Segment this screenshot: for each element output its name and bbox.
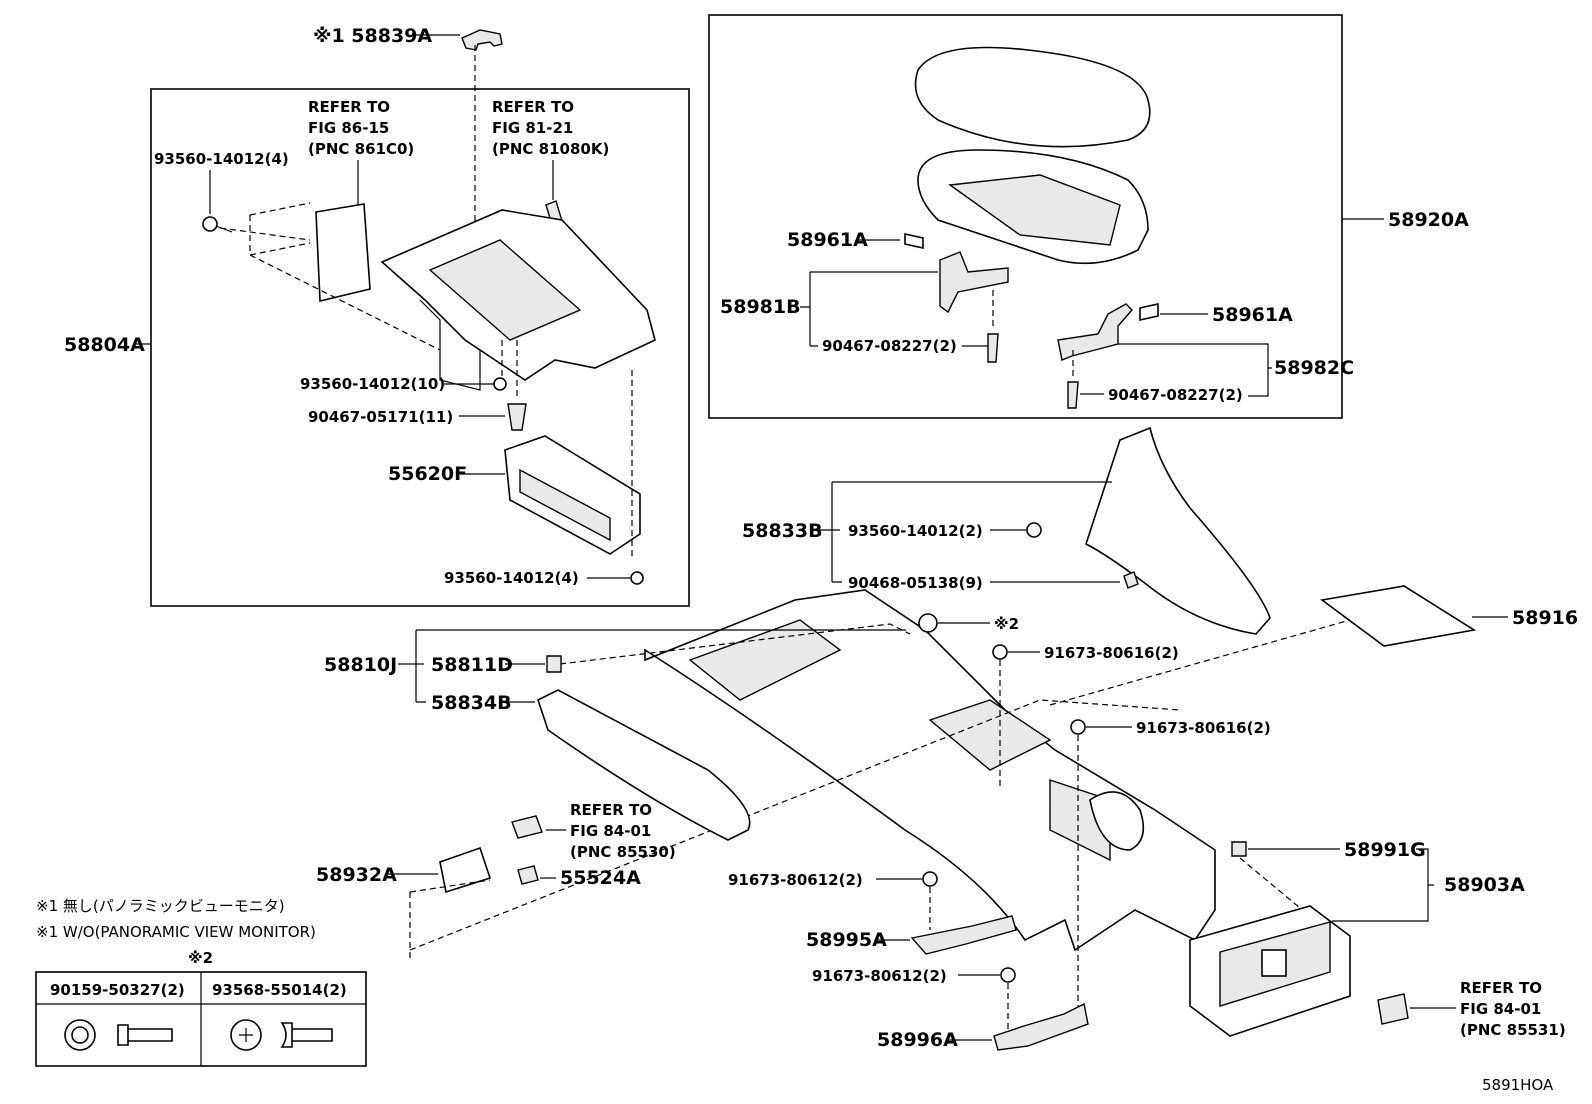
label-58981B: 58981B — [720, 296, 801, 318]
label-90468-05138-9: 90468-05138(9) — [848, 574, 983, 592]
footnote-jp: ※1 無し(パノラミックビューモニタ) — [36, 897, 285, 915]
bolt-91673-80612-a[interactable] — [922, 871, 938, 887]
bracket-58996A — [993, 1002, 1089, 1051]
bushing-58961A-right[interactable] — [1139, 303, 1159, 321]
diagram-code: 5891HOA — [1482, 1076, 1554, 1094]
label-58961A-left: 58961A — [787, 229, 868, 251]
upper-console-tray — [380, 209, 656, 391]
refer-fig86-line3: (PNC 861C0) — [308, 140, 414, 158]
label-58834B: 58834B — [431, 692, 512, 714]
label-58982C: 58982C — [1274, 357, 1354, 379]
clip-90467-05171[interactable] — [507, 403, 527, 431]
label-58920A: 58920A — [1388, 209, 1469, 231]
label-58833B: 58833B — [742, 520, 823, 542]
screw-93560-center[interactable] — [493, 377, 507, 391]
label-58916: 58916 — [1512, 607, 1578, 629]
hinge-58981B — [939, 251, 1009, 314]
clip-58991G[interactable] — [1231, 841, 1247, 857]
label-58804A: 58804A — [64, 334, 145, 356]
grommet-star2[interactable] — [918, 613, 938, 633]
bracket-58995A — [910, 915, 1017, 955]
refer-fig81-line1: REFER TO — [492, 98, 574, 116]
label-91673-80612-b: 91673-80612(2) — [812, 967, 947, 985]
armrest-box-group-frame — [708, 14, 1343, 419]
label-93560-14012-4b: 93560-14012(4) — [444, 569, 579, 587]
label-91673-80612-a: 91673-80612(2) — [728, 871, 863, 889]
refer-fig84a-line1: REFER TO — [570, 801, 652, 819]
label-93560-14012-10: 93560-14012(10) — [300, 375, 445, 393]
legend-part-left: 90159-50327(2) — [50, 981, 185, 999]
clip-58839A[interactable] — [461, 29, 503, 51]
legend-marker: ※2 — [188, 949, 213, 967]
refer-fig81-line2: FIG 81-21 — [492, 119, 573, 137]
refer-fig86-line1: REFER TO — [308, 98, 390, 116]
label-90467-08227-2a: 90467-08227(2) — [822, 337, 957, 355]
label-58839A: ※1 58839A — [313, 25, 432, 47]
bolt-93568-icon — [230, 1019, 333, 1051]
usb-socket-85530 — [511, 815, 543, 839]
bolt-91673-80616-a[interactable] — [992, 644, 1008, 660]
bolt-90159-icon — [64, 1019, 173, 1051]
side-trim-58834B — [537, 689, 751, 841]
legend-part-right: 93568-55014(2) — [212, 981, 347, 999]
panel-58932A — [439, 846, 492, 894]
label-91673-80616-b: 91673-80616(2) — [1136, 719, 1271, 737]
label-91673-80616-a: 91673-80616(2) — [1044, 644, 1179, 662]
label-93560-14012-2: 93560-14012(2) — [848, 522, 983, 540]
refer-fig84a-line3: (PNC 85530) — [570, 843, 676, 861]
storage-box-55620F — [504, 435, 641, 555]
clip-90468-05138[interactable] — [1123, 571, 1139, 589]
label-90467-05171-11: 90467-05171(11) — [308, 408, 453, 426]
screw-93560-bottom[interactable] — [630, 571, 644, 585]
clip-90467-08227-a[interactable] — [987, 333, 999, 363]
label-58961A-right: 58961A — [1212, 304, 1293, 326]
label-58995A: 58995A — [806, 929, 887, 951]
screw-93560-left[interactable] — [202, 216, 233, 233]
label-93560-14012-4a: 93560-14012(4) — [154, 150, 289, 168]
label-58810J: 58810J — [324, 654, 397, 676]
console-box-group-frame — [150, 88, 690, 607]
switch-panel-861C0 — [315, 203, 371, 303]
rear-vent-58903A — [1189, 905, 1351, 1037]
clip-90467-08227-b[interactable] — [1067, 381, 1079, 409]
clip-58811D[interactable] — [546, 655, 562, 673]
refer-fig84b-line1: REFER TO — [1460, 979, 1542, 997]
bolt-91673-80612-b[interactable] — [1000, 967, 1016, 983]
screw-93560-rear[interactable] — [1026, 522, 1042, 538]
bolt-91673-80616-b[interactable] — [1070, 719, 1086, 735]
footnote-en: ※1 W/O(PANORAMIC VIEW MONITOR) — [36, 923, 316, 941]
refer-fig86-line2: FIG 86-15 — [308, 119, 389, 137]
label-55620F: 55620F — [388, 463, 467, 485]
label-58811D: 58811D — [431, 654, 513, 676]
refer-fig81-line3: (PNC 81080K) — [492, 140, 609, 158]
console-body-58810J — [644, 589, 1216, 952]
label-55524A: 55524A — [560, 867, 641, 889]
label-90467-08227-2b: 90467-08227(2) — [1108, 386, 1243, 404]
label-star2: ※2 — [994, 615, 1019, 633]
label-58903A: 58903A — [1444, 874, 1525, 896]
label-58991G: 58991G — [1344, 839, 1426, 861]
socket-55524A[interactable] — [517, 865, 539, 885]
fastener-legend-table — [35, 971, 367, 1067]
armrest-lid — [914, 46, 1151, 148]
label-58996A: 58996A — [877, 1029, 958, 1051]
label-58932A: 58932A — [316, 864, 397, 886]
refer-fig84b-line3: (PNC 85531) — [1460, 1021, 1566, 1039]
refer-fig84b-line2: FIG 84-01 — [1460, 1000, 1541, 1018]
switch-85531 — [1377, 993, 1409, 1025]
refer-fig84a-line2: FIG 84-01 — [570, 822, 651, 840]
armrest-base — [917, 149, 1149, 265]
side-cover-58833B — [1085, 426, 1271, 635]
hinge-58982C — [1057, 303, 1133, 361]
mat-58916 — [1320, 585, 1477, 647]
bushing-58961A-left[interactable] — [904, 233, 924, 249]
